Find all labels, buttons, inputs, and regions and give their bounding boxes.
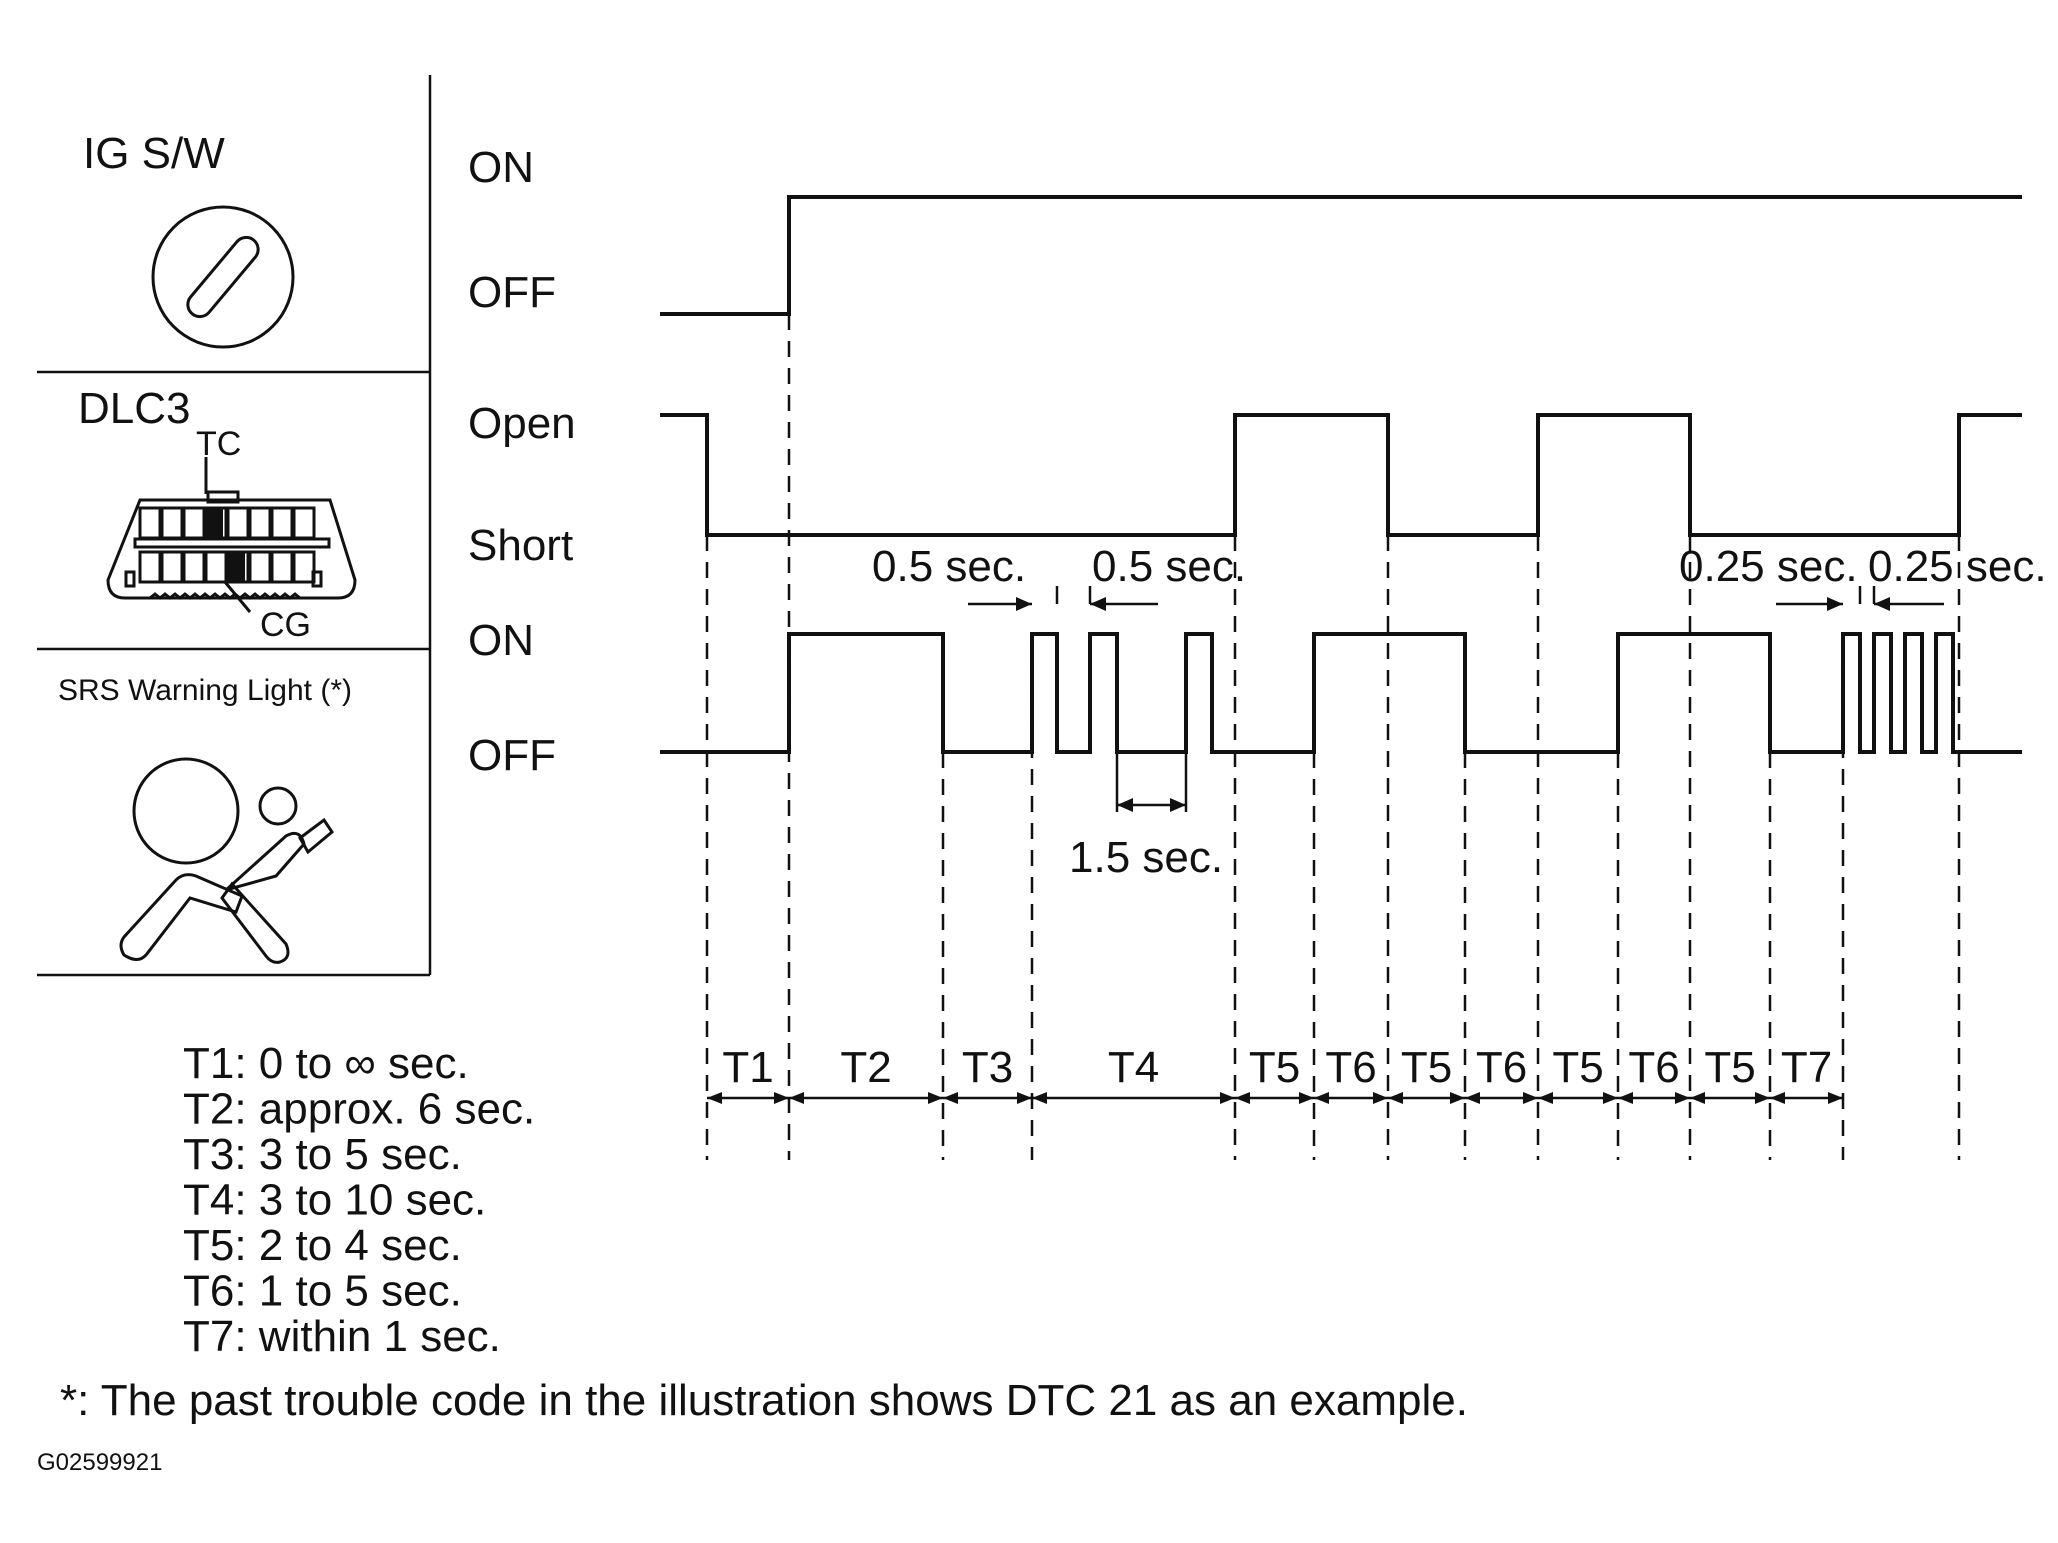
interval-t2: T2 — [789, 1043, 943, 1104]
timing-markers — [705, 314, 1961, 1160]
ig-on-label: ON — [468, 143, 534, 192]
dlc-short-label: Short — [468, 521, 573, 570]
legend-item: T2: approx. 6 sec. — [183, 1085, 535, 1134]
airbag-occupant-icon — [119, 757, 334, 964]
legend-item: T4: 3 to 10 sec. — [183, 1176, 486, 1225]
legend-item: T5: 2 to 4 sec. — [183, 1221, 462, 1270]
interval-label: T6 — [1325, 1043, 1376, 1092]
half-sec-label-1: 0.5 sec. — [872, 542, 1026, 591]
interval-t4: T4 — [1032, 1043, 1235, 1104]
interval-label: T5 — [1704, 1043, 1755, 1092]
legend-item: T6: 1 to 5 sec. — [183, 1267, 462, 1316]
srs-warning-light-waveform — [660, 632, 2022, 754]
tc-label: TC — [196, 425, 241, 463]
quarter-second-dimension — [1776, 586, 1944, 611]
interval-row: T1 T2 T3 T4 T5 T6 T5 T6 T5 T6 T5 T7 — [707, 1043, 1843, 1104]
interval-t6: T6 — [1314, 1043, 1388, 1104]
quarter-sec-label-1: 0.25 sec. — [1679, 542, 1858, 591]
ig-off-label: OFF — [468, 268, 556, 317]
interval-t7: T7 — [1770, 1043, 1843, 1104]
interval-t3: T3 — [943, 1043, 1032, 1104]
interval-t1: T1 — [707, 1043, 789, 1104]
dlc-open-label: Open — [468, 399, 576, 448]
ig-sw-label: IG S/W — [83, 129, 225, 178]
interval-label: T6 — [1476, 1043, 1527, 1092]
interval-label: T2 — [840, 1043, 891, 1092]
interval-label: T3 — [962, 1043, 1013, 1092]
dlc3-connector-icon — [106, 457, 357, 613]
srs-warning-light-label: SRS Warning Light (*) — [58, 674, 352, 707]
footnote: *: The past trouble code in the illustra… — [60, 1376, 1468, 1425]
interval-t6: T6 — [1465, 1043, 1538, 1104]
dlc3-label: DLC3 — [78, 384, 191, 433]
interval-label: T5 — [1552, 1043, 1603, 1092]
left-panel-frame — [37, 75, 432, 977]
legend-item: T1: 0 to ∞ sec. — [183, 1039, 469, 1088]
interval-label: T7 — [1781, 1043, 1832, 1092]
interval-label: T1 — [722, 1043, 773, 1092]
legend-item: T3: 3 to 5 sec. — [183, 1130, 462, 1179]
interval-legend: T1: 0 to ∞ sec.T2: approx. 6 sec.T3: 3 t… — [183, 1039, 535, 1361]
ignition-key-icon — [151, 205, 295, 349]
figure-id: G02599921 — [37, 1449, 162, 1476]
one-half-sec-label: 1.5 sec. — [1069, 833, 1223, 882]
interval-t6: T6 — [1618, 1043, 1690, 1104]
one-and-half-second-dimension — [1115, 752, 1188, 812]
half-sec-label-2: 0.5 sec. — [1092, 542, 1246, 591]
ig-sw-waveform — [660, 195, 2022, 316]
srs-on-label: ON — [468, 616, 534, 665]
interval-label: T5 — [1249, 1043, 1300, 1092]
cg-label: CG — [260, 606, 311, 644]
interval-t5: T5 — [1538, 1043, 1618, 1104]
half-second-dimension — [968, 586, 1158, 611]
interval-t5: T5 — [1388, 1043, 1465, 1104]
legend-item: T7: within 1 sec. — [183, 1312, 501, 1361]
interval-label: T4 — [1108, 1043, 1159, 1092]
interval-label: T6 — [1628, 1043, 1679, 1092]
interval-t5: T5 — [1235, 1043, 1314, 1104]
interval-t5: T5 — [1690, 1043, 1770, 1104]
quarter-sec-label-2: 0.25 sec. — [1868, 542, 2047, 591]
interval-label: T5 — [1401, 1043, 1452, 1092]
dlc3-waveform — [660, 413, 2022, 537]
srs-off-label: OFF — [468, 731, 556, 780]
